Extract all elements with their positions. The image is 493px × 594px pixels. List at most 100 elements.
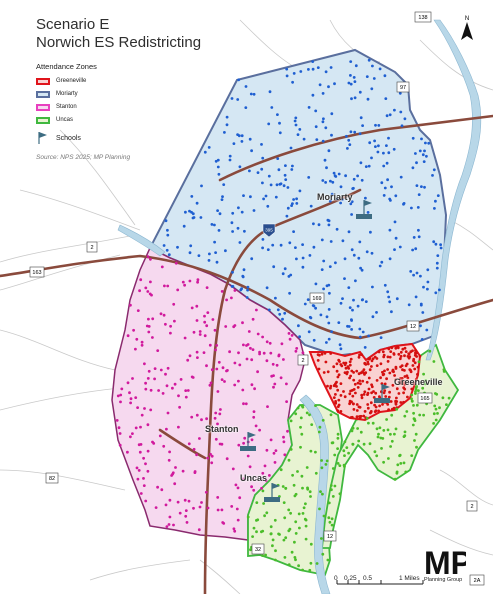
student-dot [334,393,337,396]
student-dot [184,389,188,392]
greeneville-student-dots [316,345,422,420]
student-dot [256,370,259,374]
student-dot [249,548,252,552]
student-dot [402,400,405,404]
student-dot [343,454,346,457]
student-dot [410,397,413,401]
greeneville-swatch [36,77,50,85]
student-dot [386,368,389,371]
student-dot [382,372,386,376]
student-dot [333,82,336,86]
student-dot [208,383,212,387]
student-dot [364,165,368,169]
student-dot [181,280,185,284]
student-dot [395,387,399,391]
student-dot [326,370,330,374]
student-dot [290,168,294,171]
student-dot [135,466,139,470]
student-dot [394,402,398,406]
student-dot [338,492,342,496]
student-dot [298,189,302,193]
student-dot [198,505,202,509]
student-dot [182,224,186,228]
student-dot [261,471,265,475]
school-marker-uncas[interactable] [264,483,280,502]
student-dot [417,389,420,392]
student-dot [167,458,171,462]
student-dot [349,202,353,206]
school-marker-stanton[interactable] [240,432,256,451]
student-dot [394,367,398,370]
student-dot [146,255,150,259]
student-dot [282,501,286,504]
student-dot [177,394,180,398]
student-dot [377,432,380,436]
student-dot [328,520,332,524]
route-shield: 2 [86,241,98,253]
student-dot [421,153,425,157]
student-dot [154,506,158,509]
student-dot [352,177,356,181]
student-dot [414,247,418,251]
student-dot [298,335,301,339]
student-dot [220,378,224,381]
student-dot [244,402,248,406]
student-dot [165,427,168,431]
student-dot [394,346,398,350]
student-dot [388,257,392,261]
student-dot [271,538,275,542]
student-dot [350,97,353,101]
student-dot [336,375,340,379]
student-dot [213,240,217,244]
student-dot [304,524,308,528]
student-dot [331,495,335,498]
student-dot [172,523,175,527]
school-flag-icon [38,132,47,144]
student-dot [153,367,157,370]
student-dot [233,289,237,292]
svg-text:12: 12 [327,534,333,540]
student-dot [319,313,323,317]
student-dot [216,165,220,169]
student-dot [286,429,289,433]
student-dot [304,537,308,541]
student-dot [251,348,255,351]
student-dot [320,238,324,242]
student-dot [120,387,124,391]
student-dot [395,407,399,411]
student-dot [299,416,303,420]
student-dot [343,277,346,280]
student-dot [331,467,335,470]
north-arrow-icon: N [461,16,473,40]
student-dot [200,418,203,422]
student-dot [337,358,341,362]
student-dot [210,368,214,372]
student-dot [274,296,277,300]
student-dot [434,242,438,246]
student-dot [190,415,194,419]
student-dot [436,412,439,415]
school-marker-moriarty[interactable] [356,200,372,219]
student-dot [422,285,425,289]
student-dot [354,279,357,283]
student-dot [237,379,240,383]
student-dot [277,353,281,357]
student-dot [359,116,363,120]
student-dot [310,423,314,426]
student-dot [388,390,391,394]
school-marker-greeneville[interactable] [374,384,390,403]
student-dot [307,176,311,179]
student-dot [160,265,164,269]
student-dot [337,373,341,377]
student-dot [283,453,287,457]
student-dot [360,178,364,182]
student-dot [224,325,228,328]
route-shield: 138 [414,11,432,23]
student-dot [146,449,150,453]
student-dot [285,382,288,386]
student-dot [345,446,349,449]
student-dot [258,428,261,432]
student-dot [374,391,378,395]
student-dot [301,568,304,572]
student-dot [268,474,271,477]
